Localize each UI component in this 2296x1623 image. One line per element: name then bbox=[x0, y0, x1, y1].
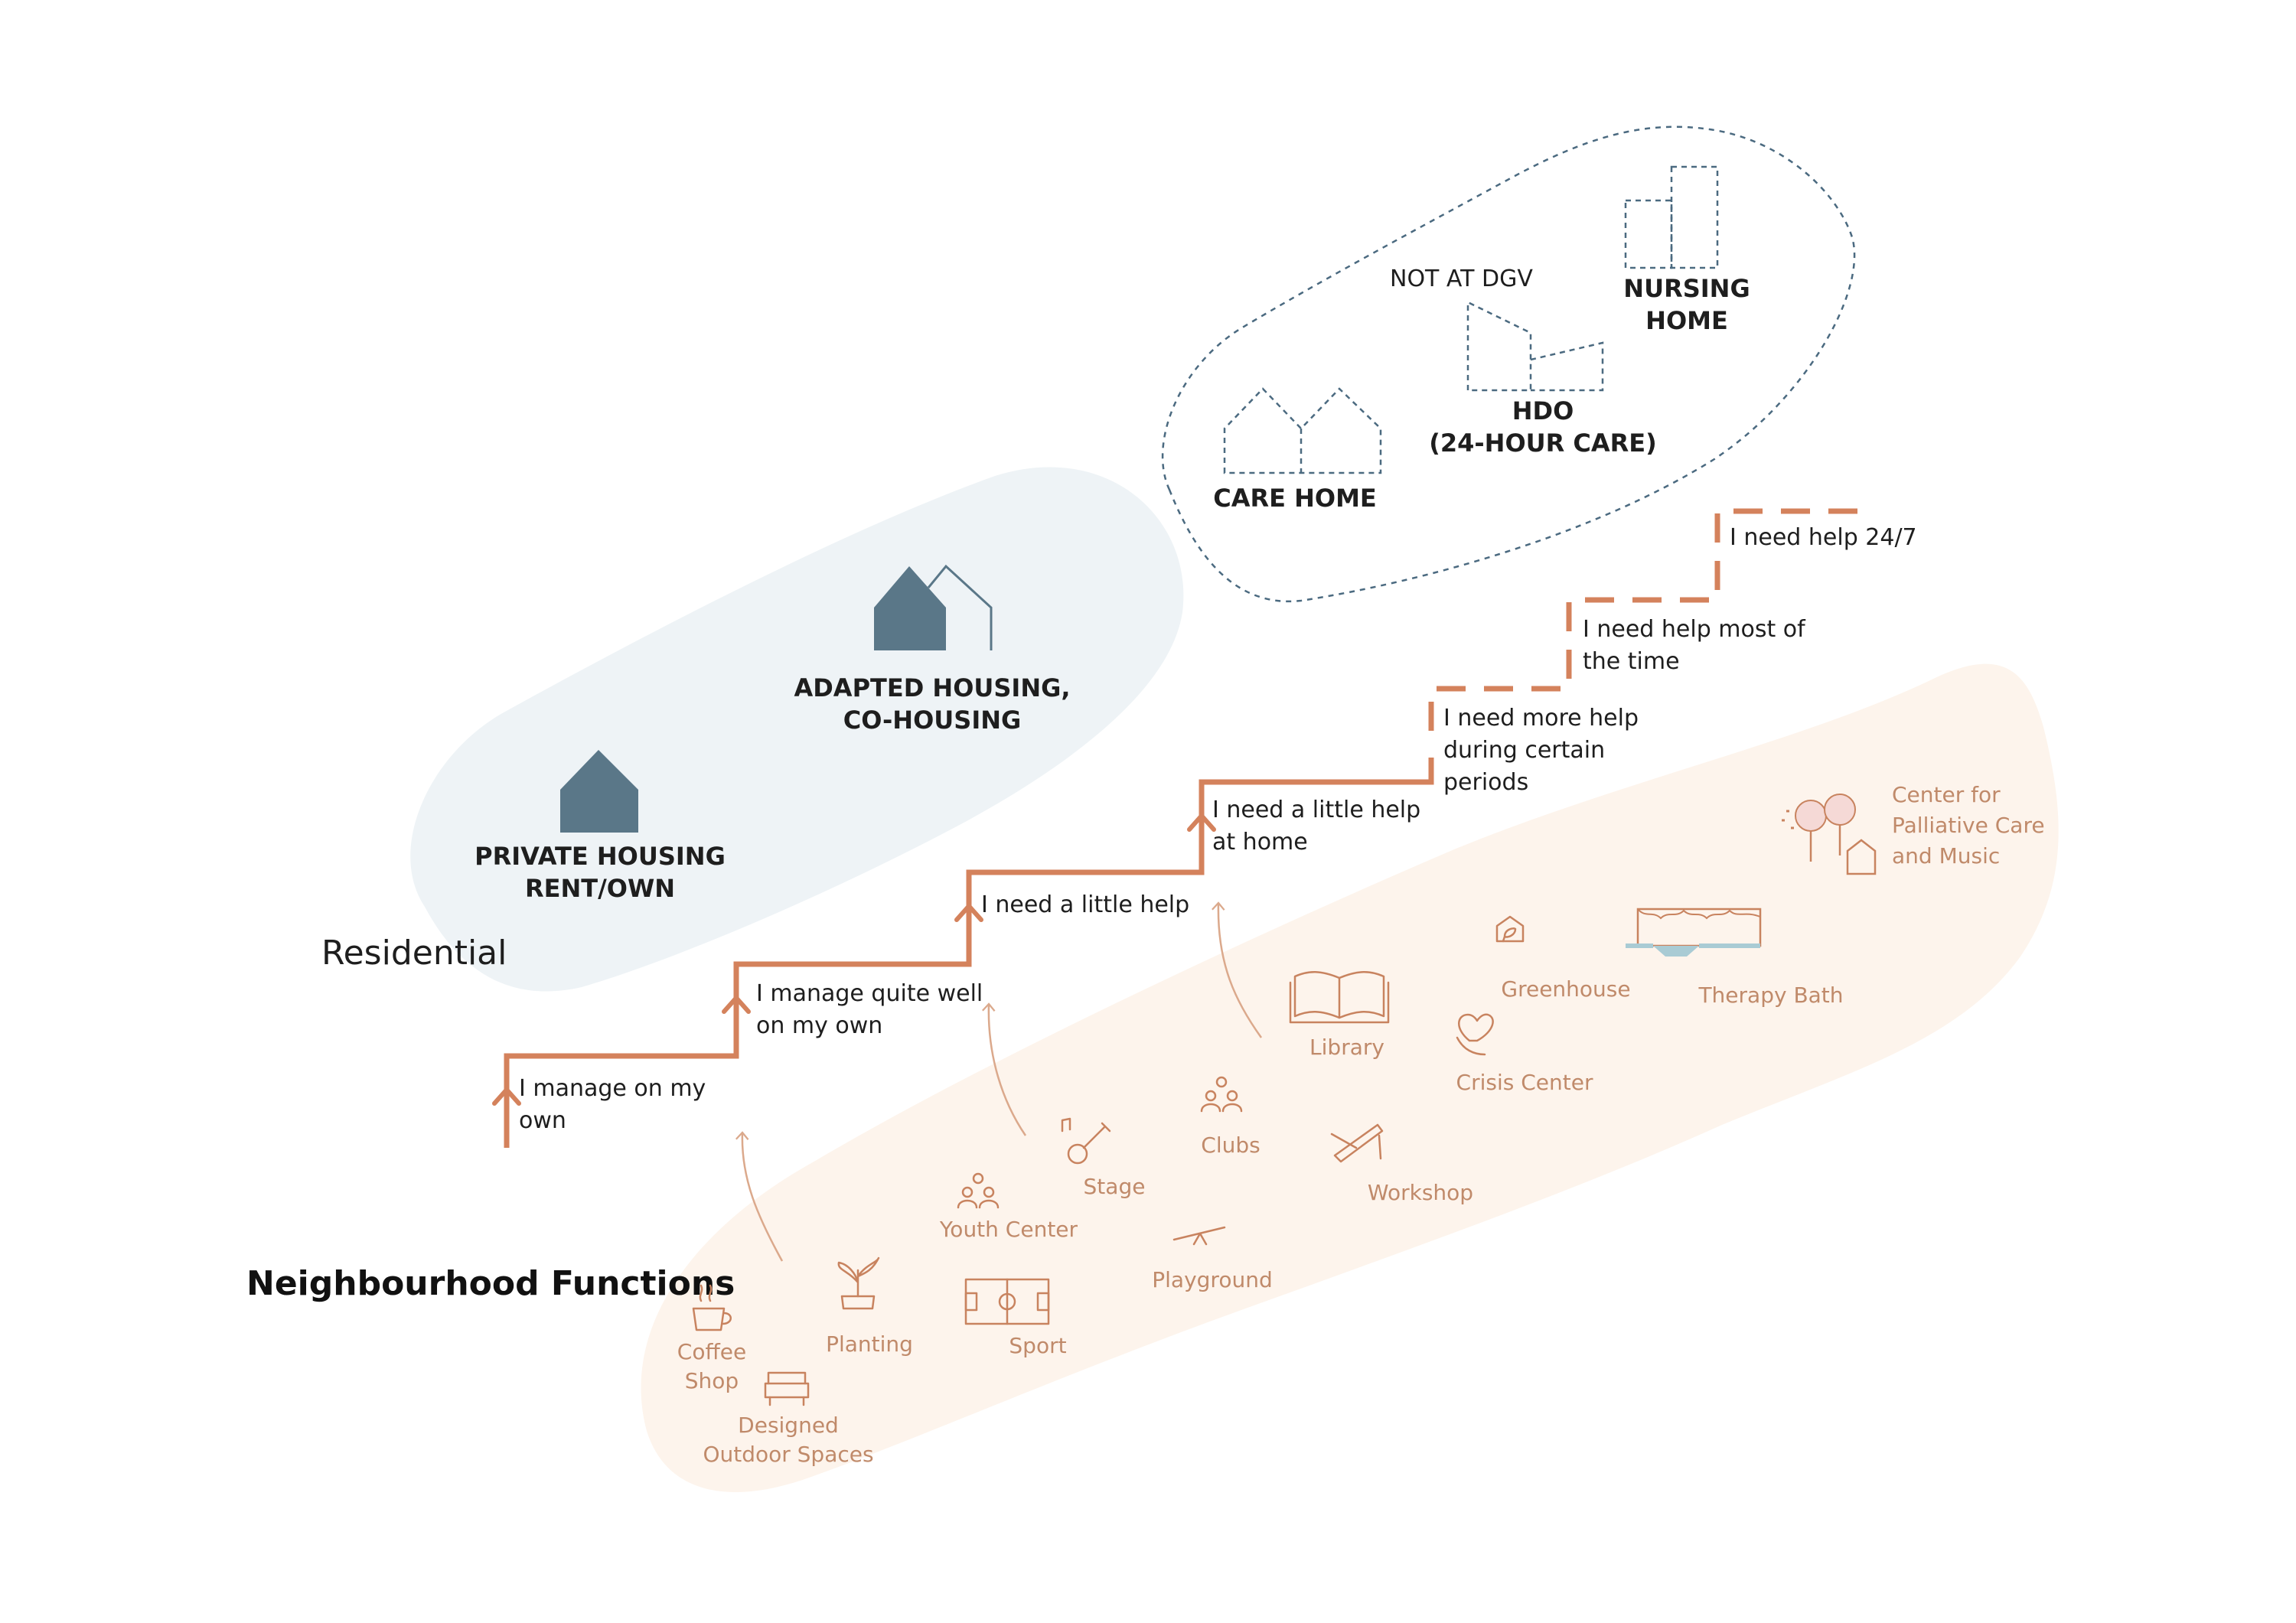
hdo-label: HDO (24-HOUR CARE) bbox=[1429, 396, 1657, 458]
hdo-line-2: (24-HOUR CARE) bbox=[1429, 429, 1657, 458]
private-housing-label: PRIVATE HOUSING RENT/OWN bbox=[475, 842, 726, 903]
bench-icon bbox=[764, 1371, 810, 1406]
greenhouse-label: Greenhouse bbox=[1501, 976, 1630, 1002]
step-6-line-1: I need help most of bbox=[1583, 616, 1806, 643]
people-group-icon bbox=[957, 1172, 1000, 1209]
care-home-icon bbox=[1223, 387, 1382, 474]
tools-icon bbox=[1330, 1123, 1384, 1163]
private-housing-line-1: PRIVATE HOUSING bbox=[475, 842, 726, 871]
palliative-line-1: Center for bbox=[1892, 782, 2001, 807]
people-group-icon bbox=[1200, 1076, 1243, 1113]
sport-field-icon bbox=[964, 1278, 1050, 1325]
youth-center-label: Youth Center bbox=[939, 1217, 1078, 1242]
bath-icon bbox=[1626, 908, 1762, 957]
residential-zone bbox=[410, 467, 1184, 992]
guitar-icon bbox=[1061, 1117, 1111, 1165]
designed-outdoor-line-2: Outdoor Spaces bbox=[703, 1442, 873, 1467]
cohousing-icon bbox=[874, 564, 993, 650]
palliative-line-2: Palliative Care bbox=[1892, 813, 2045, 838]
nursing-home-label: NURSING HOME bbox=[1623, 274, 1750, 335]
hdo-line-1: HDO bbox=[1512, 396, 1574, 425]
playground-label: Playground bbox=[1152, 1267, 1272, 1292]
step-3-label: I need a little help bbox=[981, 891, 1189, 918]
trees-icon bbox=[1782, 794, 1877, 875]
support-arrows bbox=[735, 901, 1263, 1262]
planting-label: Planting bbox=[826, 1331, 913, 1357]
coffee-shop-label: Coffee Shop bbox=[677, 1339, 746, 1393]
private-housing-line-2: RENT/OWN bbox=[525, 874, 675, 903]
nursing-home-line-1: NURSING bbox=[1623, 274, 1750, 303]
seesaw-icon bbox=[1172, 1226, 1226, 1246]
coffee-shop-line-1: Coffee bbox=[677, 1339, 746, 1364]
step-6-line-2: the time bbox=[1583, 648, 1680, 675]
step-4-label: I need a little help at home bbox=[1212, 797, 1420, 855]
coffee-shop-line-2: Shop bbox=[685, 1368, 739, 1393]
designed-outdoor-line-1: Designed bbox=[738, 1413, 839, 1438]
step-5-line-3: periods bbox=[1443, 769, 1528, 796]
step-1-line-1: I manage on my bbox=[519, 1075, 706, 1102]
sport-label: Sport bbox=[1009, 1333, 1066, 1358]
therapy-bath-label: Therapy Bath bbox=[1698, 983, 1843, 1008]
crisis-center-label: Crisis Center bbox=[1456, 1070, 1593, 1095]
neighbourhood-zone bbox=[641, 663, 2059, 1492]
step-1-line-2: own bbox=[519, 1107, 566, 1134]
clubs-label: Clubs bbox=[1201, 1133, 1260, 1158]
hdo-icon bbox=[1466, 300, 1604, 392]
step-4-line-1: I need a little help bbox=[1212, 797, 1420, 823]
residential-section-label: Residential bbox=[321, 934, 507, 973]
adapted-housing-label: ADAPTED HOUSING, CO-HOUSING bbox=[794, 673, 1070, 735]
step-7-label: I need help 24/7 bbox=[1730, 524, 1917, 551]
care-facilities-zone bbox=[1161, 125, 1856, 603]
nursing-home-icon bbox=[1624, 165, 1719, 269]
stage-label: Stage bbox=[1084, 1174, 1146, 1199]
care-needs-staircase bbox=[504, 758, 1434, 1148]
palliative-line-3: and Music bbox=[1892, 843, 2000, 869]
book-icon bbox=[1289, 971, 1390, 1024]
neighbourhood-section-label: Neighbourhood Functions bbox=[246, 1264, 735, 1303]
library-label: Library bbox=[1309, 1035, 1384, 1060]
step-6-label: I need help most of the time bbox=[1583, 616, 1806, 675]
heart-hand-icon bbox=[1456, 1013, 1494, 1056]
greenhouse-icon bbox=[1495, 915, 1525, 943]
coffee-cup-icon bbox=[692, 1284, 732, 1331]
step-arrows bbox=[492, 812, 1216, 1106]
step-5-label: I need more help during certain periods bbox=[1443, 705, 1639, 796]
step-2-line-1: I manage quite well bbox=[756, 980, 983, 1007]
plant-icon bbox=[837, 1256, 880, 1310]
step-4-line-2: at home bbox=[1212, 829, 1308, 855]
designed-outdoor-label: Designed Outdoor Spaces bbox=[703, 1413, 873, 1467]
step-1-label: I manage on my own bbox=[519, 1075, 706, 1134]
step-2-line-2: on my own bbox=[756, 1012, 882, 1039]
house-icon bbox=[560, 750, 638, 833]
care-home-label: CARE HOME bbox=[1213, 484, 1377, 513]
nursing-home-line-2: HOME bbox=[1645, 306, 1728, 335]
adapted-housing-line-2: CO-HOUSING bbox=[843, 706, 1022, 735]
step-5-line-2: during certain bbox=[1443, 737, 1605, 764]
not-at-dgv-label: NOT AT DGV bbox=[1390, 266, 1533, 292]
step-2-label: I manage quite well on my own bbox=[756, 980, 983, 1039]
palliative-care-label: Center for Palliative Care and Music bbox=[1892, 782, 2045, 869]
workshop-label: Workshop bbox=[1368, 1180, 1473, 1205]
step-5-line-1: I need more help bbox=[1443, 705, 1639, 732]
adapted-housing-line-1: ADAPTED HOUSING, bbox=[794, 673, 1070, 702]
